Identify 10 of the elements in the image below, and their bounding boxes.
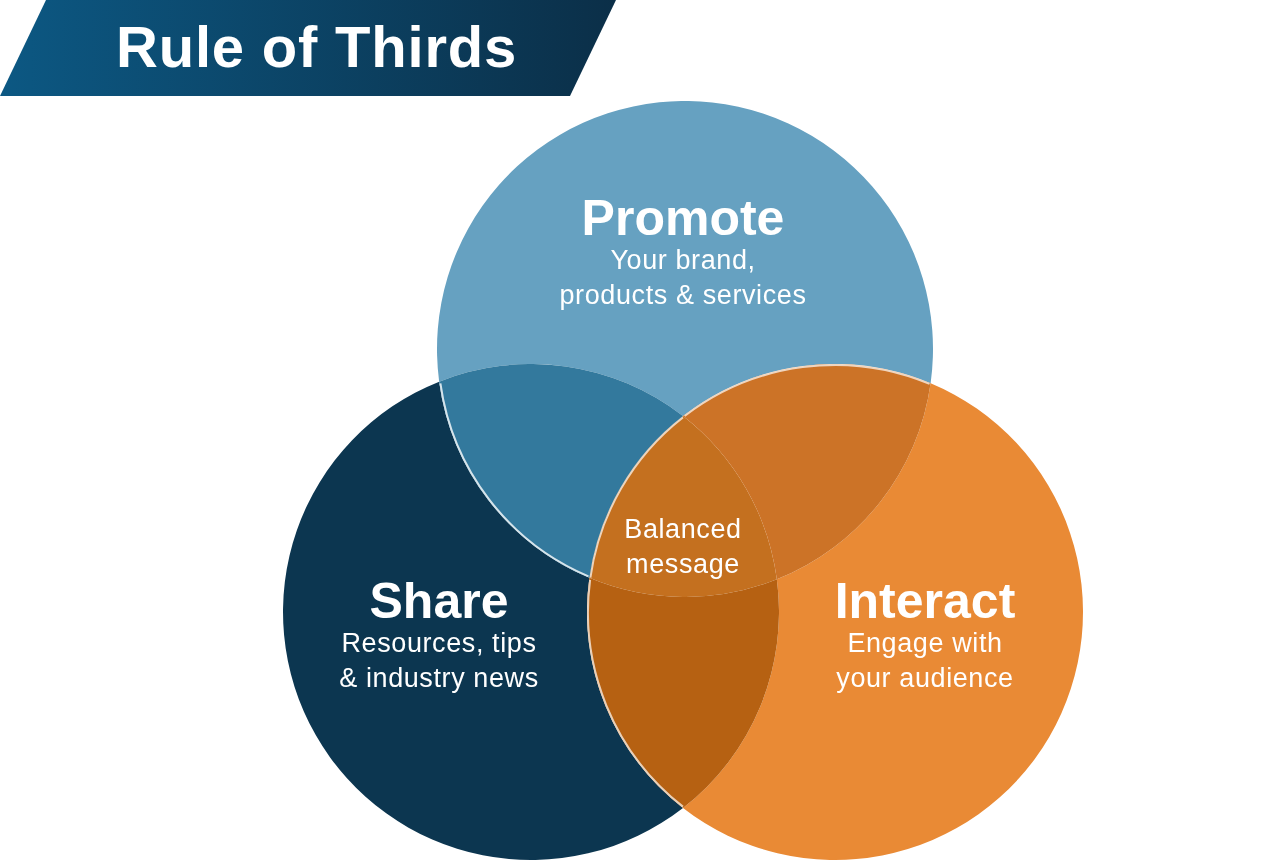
venn-overlap [587,577,779,809]
circle-description: Resources, tips & industry news [338,627,540,695]
circle-description: Your brand, products & services [558,244,808,312]
circle-heading: Promote [581,193,785,243]
circle-heading: Interact [834,576,1016,626]
diagram-title: Rule of Thirds [116,16,518,78]
circle-heading: Share [369,576,509,626]
overlap-label: Balanced message [623,513,743,581]
venn-center-overlap [589,415,777,597]
circle-description: Engage with your audience [835,627,1015,695]
